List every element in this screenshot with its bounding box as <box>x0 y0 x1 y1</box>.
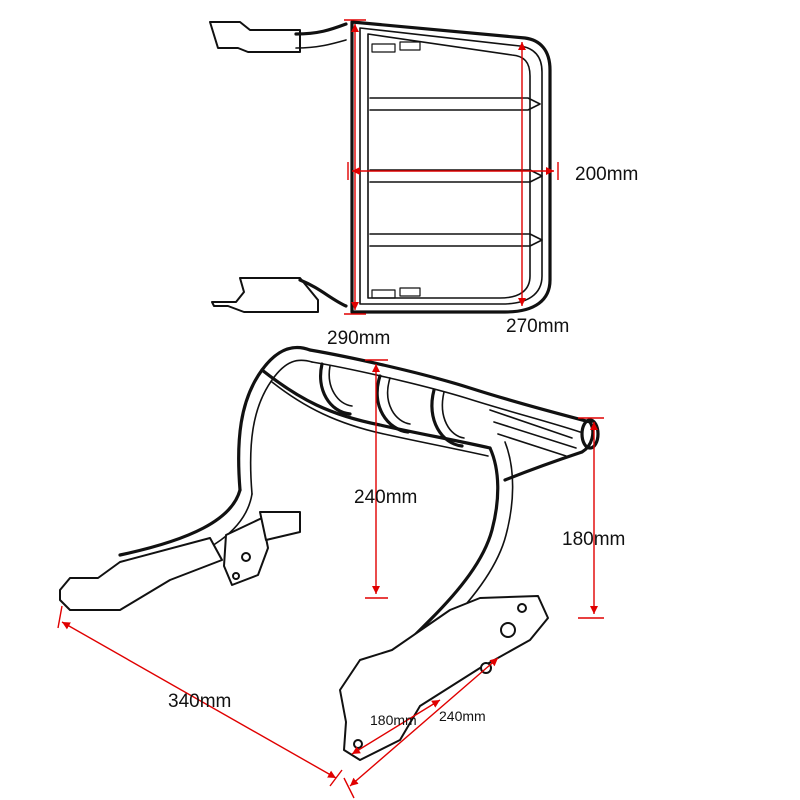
label-240mm-vertical: 240mm <box>354 487 417 508</box>
left-bolt-hole-lower <box>232 572 240 580</box>
top-lower-mount-bracket <box>211 277 319 313</box>
top-view-rack <box>209 20 552 314</box>
left-bolt-hole <box>241 552 251 562</box>
label-290mm: 290mm <box>327 328 390 349</box>
label-180mm-vertical: 180mm <box>562 529 625 550</box>
top-lower-arm <box>298 278 348 308</box>
dim-line-340 <box>61 621 337 779</box>
label-240mm-small: 240mm <box>439 708 486 724</box>
left-strut <box>237 345 312 492</box>
label-270mm: 270mm <box>506 316 569 337</box>
platform-cross-loops <box>319 362 465 448</box>
label-200mm: 200mm <box>575 164 638 185</box>
top-outer-frame <box>350 20 552 314</box>
right-bolt-hole <box>500 622 516 638</box>
label-180mm-small: 180mm <box>370 712 417 728</box>
left-bracket-plate <box>59 537 223 611</box>
right-bracket-plate <box>339 595 549 761</box>
label-340mm: 340mm <box>168 691 231 712</box>
top-upper-arm <box>294 22 348 36</box>
left-hinge-plate <box>223 517 269 586</box>
top-upper-mount-bracket <box>209 21 301 53</box>
dimension-labels: 290mm 200mm 270mm 240mm 180mm 340mm 180m… <box>168 164 638 728</box>
perspective-view-rack <box>59 345 600 761</box>
top-cross-bars <box>369 97 543 247</box>
top-clamp-lower <box>371 287 421 299</box>
right-foot-hole <box>353 739 363 749</box>
dim-line-240-small <box>349 657 499 787</box>
platform-outer-frame <box>308 348 595 482</box>
platform-rear-slats <box>489 409 577 457</box>
dimension-lines <box>57 19 604 799</box>
right-bolt-hole-upper <box>517 603 527 613</box>
left-tab-plate <box>259 511 301 541</box>
top-clamp-upper <box>371 41 421 53</box>
top-inner-frame <box>367 33 531 299</box>
